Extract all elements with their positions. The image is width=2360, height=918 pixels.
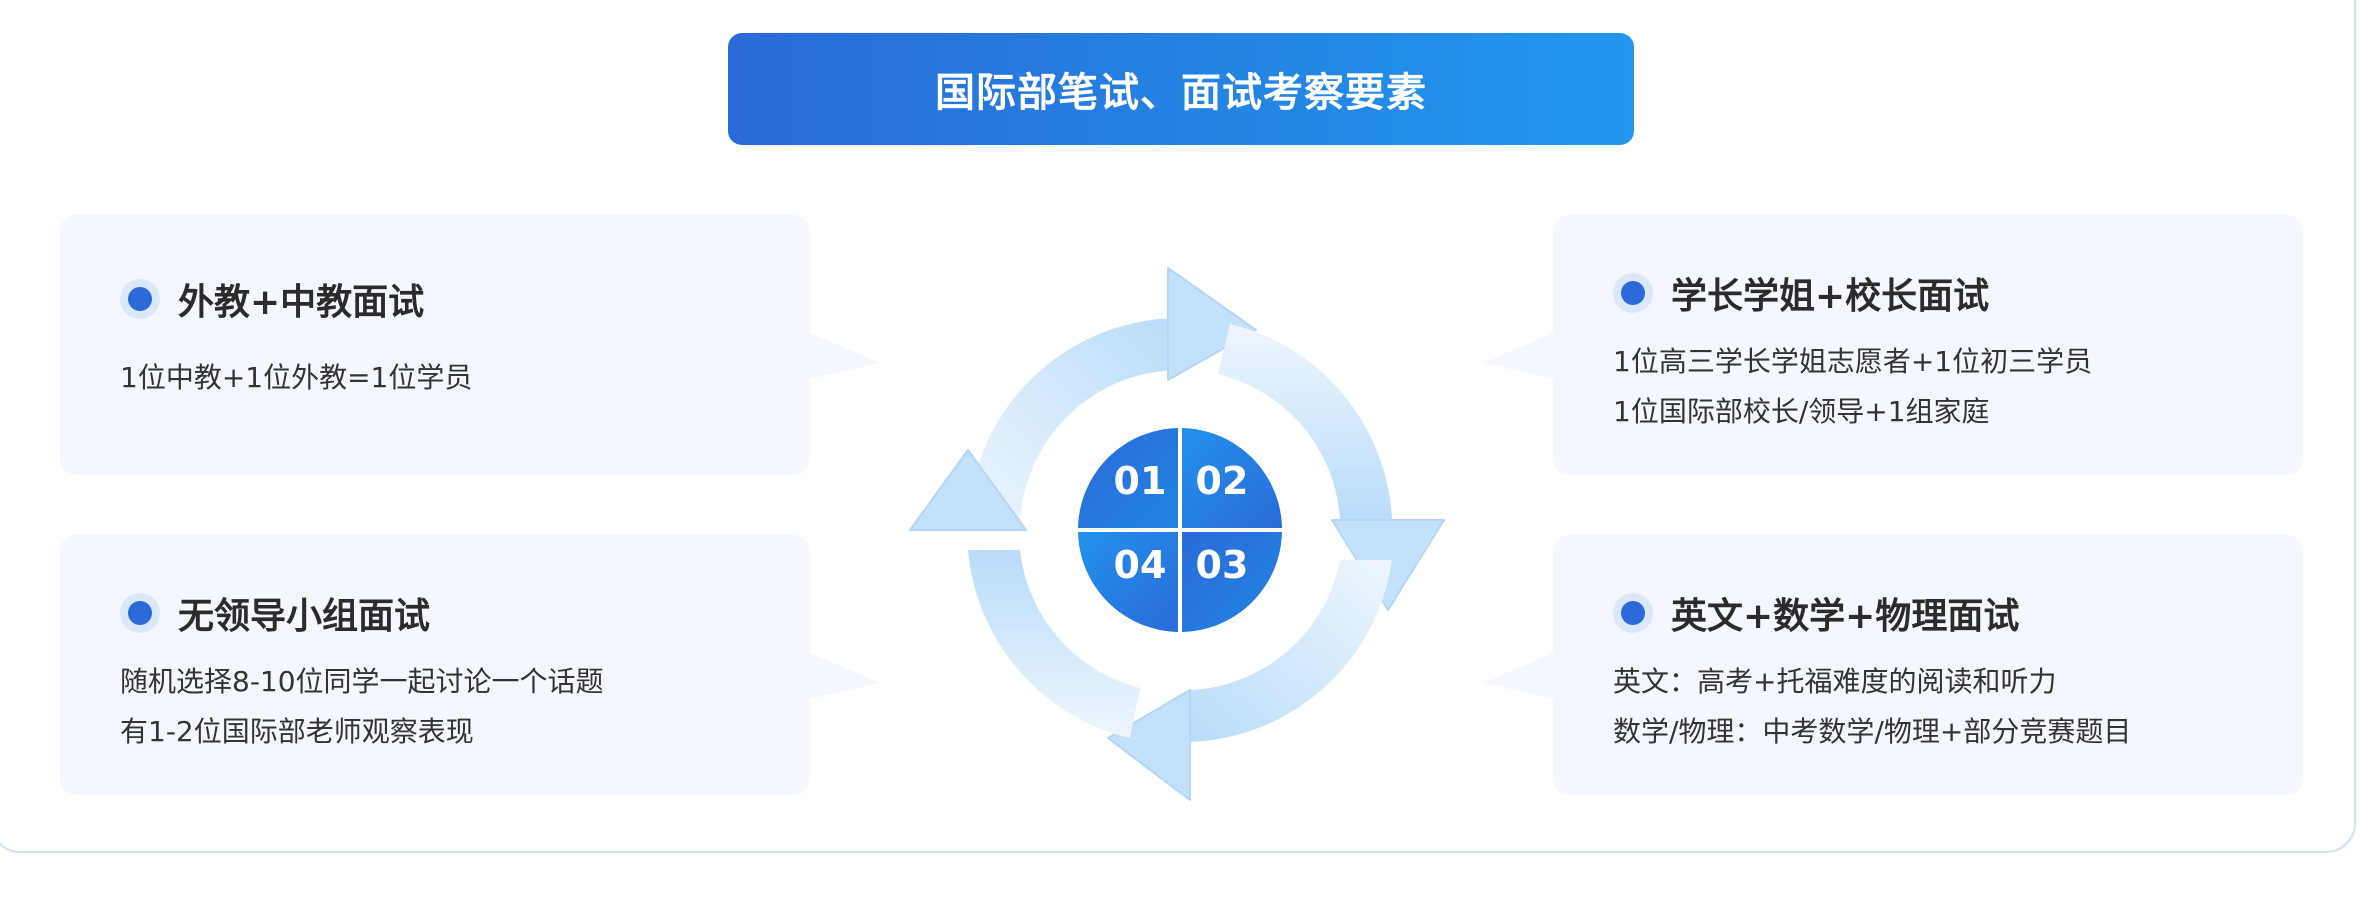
quadrant-02 [1180,428,1282,530]
card-header: 英文+数学+物理面试 [1613,587,2019,639]
card-body: 随机选择8-10位同学一起讨论一个话题 有1-2位国际部老师观察表现 [120,657,604,757]
page-title: 国际部笔试、面试考察要素 [935,70,1427,116]
quadrant-03 [1180,530,1282,632]
cycle-arrow-bottom [1107,560,1392,801]
card-line: 1位国际部校长/领导+1组家庭 [1613,395,1990,428]
card-pointer [810,653,880,699]
cycle-arrow-left [909,449,1140,738]
quadrant-label-03: 03 [1196,543,1249,587]
card-leaderless-group-interview: 无领导小组面试 随机选择8-10位同学一起讨论一个话题 有1-2位国际部老师观察… [60,535,880,795]
bullet-icon [120,279,160,319]
card-foreign-chinese-teacher-interview: 外教+中教面试 1位中教+1位外教=1位学员 [60,215,880,475]
card-header: 外教+中教面试 [120,273,424,325]
cycle-arrow-top [968,267,1257,530]
card-title: 外教+中教面试 [178,282,425,323]
quadrant-01 [1078,428,1180,530]
card-body: 1位中教+1位外教=1位学员 [120,353,472,403]
card-line: 随机选择8-10位同学一起讨论一个话题 [120,665,604,698]
card-line: 英文：高考+托福难度的阅读和听力 [1613,665,2057,698]
quadrant-04 [1078,530,1180,632]
card-senior-principal-interview: 学长学姐+校长面试 1位高三学长学姐志愿者+1位初三学员 1位国际部校长/领导+… [1483,215,2303,475]
card-line: 1位高三学长学姐志愿者+1位初三学员 [1613,345,2093,378]
card-english-math-physics-interview: 英文+数学+物理面试 英文：高考+托福难度的阅读和听力 数学/物理：中考数学/物… [1483,535,2303,795]
quadrant-label-01: 01 [1114,459,1167,503]
title-banner: 国际部笔试、面试考察要素 [728,33,1634,145]
bullet-icon [120,593,160,633]
card-header: 学长学姐+校长面试 [1613,267,1989,319]
card-body: 1位高三学长学姐志愿者+1位初三学员 1位国际部校长/领导+1组家庭 [1613,337,2092,437]
card-line: 数学/物理：中考数学/物理+部分竞赛题目 [1613,715,2132,748]
quadrant-label-04: 04 [1114,543,1167,587]
center-quadrants: 01 02 04 03 [1076,426,1284,634]
quadrant-label-02: 02 [1196,459,1249,503]
card-body: 英文：高考+托福难度的阅读和听力 数学/物理：中考数学/物理+部分竞赛题目 [1613,657,2131,757]
bullet-icon [1613,273,1653,313]
card-line: 有1-2位国际部老师观察表现 [120,715,474,748]
card-header: 无领导小组面试 [120,587,430,639]
card-title: 无领导小组面试 [178,596,431,637]
bullet-icon [1613,593,1653,633]
card-pointer [810,333,880,379]
card-pointer [1483,333,1553,379]
card-title: 学长学姐+校长面试 [1671,276,1990,317]
card-line: 1位中教+1位外教=1位学员 [120,361,473,394]
card-title: 英文+数学+物理面试 [1671,596,2020,637]
card-pointer [1483,653,1553,699]
cycle-diagram: 01 02 04 03 [909,267,1445,801]
